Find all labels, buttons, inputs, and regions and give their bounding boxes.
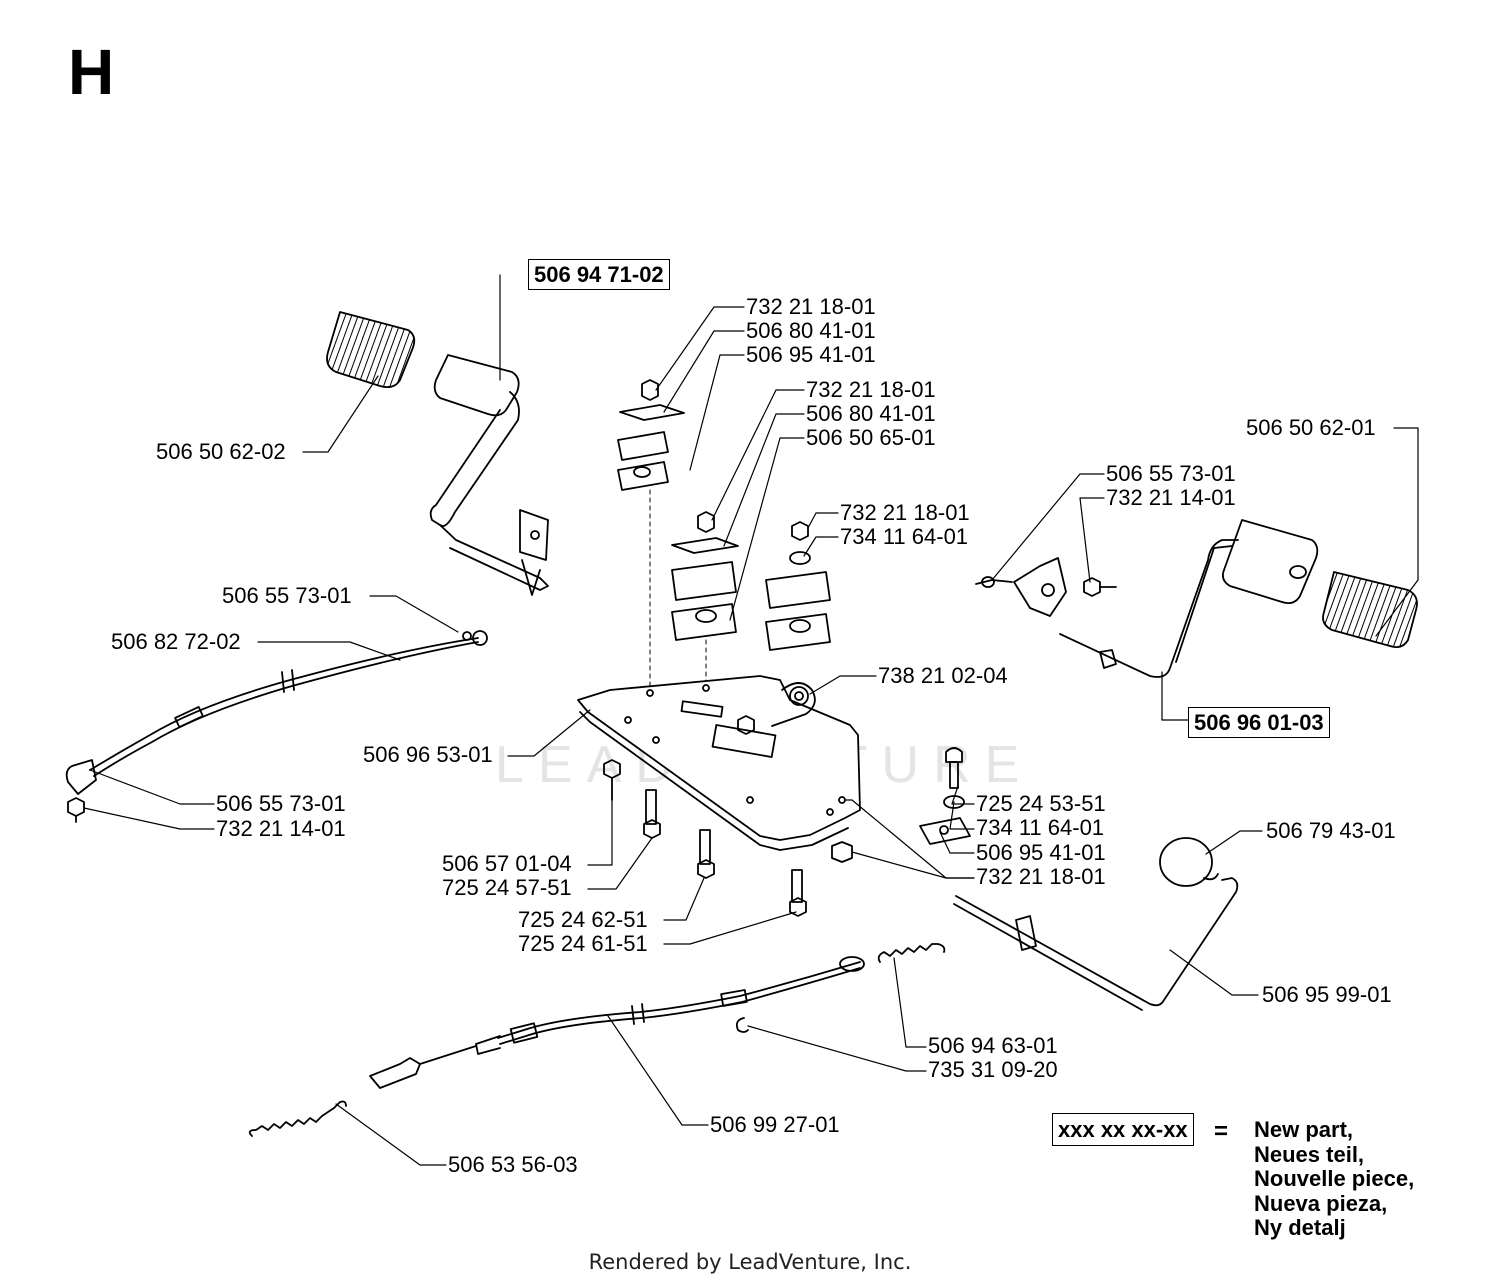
base-plate	[577, 675, 861, 851]
part-label: 732 21 18-01	[840, 500, 970, 525]
part-label: 506 55 73-01	[216, 791, 346, 816]
left-pedal-pad	[326, 311, 416, 389]
legend-line: Ny detalj	[1254, 1215, 1346, 1240]
knob	[1159, 837, 1219, 887]
legend-equals: =	[1214, 1118, 1229, 1145]
part-label: 506 95 41-01	[746, 342, 876, 367]
part-label: 506 55 73-01	[1106, 461, 1236, 486]
part-label: 734 11 64-01	[976, 815, 1105, 840]
part-label: 506 95 99-01	[1262, 982, 1392, 1007]
clamp-stack-a	[617, 379, 685, 691]
part-label: 725 24 61-51	[518, 931, 648, 956]
left-cable-nut	[67, 797, 85, 823]
part-label: 735 31 09-20	[928, 1057, 1058, 1082]
spring-506-53-56-03	[248, 1100, 347, 1137]
lower-cable	[369, 956, 865, 1089]
part-label: 506 80 41-01	[746, 318, 876, 343]
part-label: 506 50 62-01	[1246, 415, 1376, 440]
part-label: 725 24 57-51	[442, 875, 572, 900]
new-part-506-96-01-03: 506 96 01-03	[1188, 707, 1330, 738]
part-label: 506 95 41-01	[976, 840, 1106, 865]
part-label: 725 24 62-51	[518, 907, 648, 932]
legend-code-box: xxx xx xx-xx	[1052, 1113, 1194, 1146]
leader-lines	[83, 274, 1419, 1166]
part-label: 732 21 18-01	[806, 377, 936, 402]
part-label: 506 50 62-02	[156, 439, 286, 464]
section-letter: H	[68, 36, 115, 108]
part-label: 732 21 18-01	[976, 864, 1106, 889]
legend-line: Neues teil,	[1254, 1141, 1365, 1167]
right-pedal-arm	[1013, 519, 1319, 678]
right-pedal-nut	[1083, 577, 1117, 597]
lever-rod	[953, 877, 1239, 1011]
legend-line: Nouvelle piece,	[1254, 1166, 1415, 1191]
credit-footer: Rendered by LeadVenture, Inc.	[588, 1250, 912, 1274]
bolt-725-24-57-51	[643, 789, 661, 839]
legend-line: Nueva pieza,	[1254, 1190, 1388, 1216]
clamp-stack-c	[765, 521, 831, 651]
part-label: 506 82 72-02	[111, 629, 241, 654]
part-label: 506 99 27-01	[710, 1112, 840, 1137]
part-label: 732 21 14-01	[1106, 485, 1236, 510]
new-part-506-94-71-02: 506 94 71-02	[528, 259, 670, 290]
part-label: 738 21 02-04	[878, 663, 1008, 688]
legend-text: New part, Neues teil, Nouvelle piece, Nu…	[1254, 1117, 1415, 1241]
part-label: 506 80 41-01	[806, 401, 936, 426]
bolt-506-57-01-04	[603, 759, 621, 801]
part-label: 506 96 53-01	[363, 742, 493, 767]
left-pedal-arm	[429, 354, 549, 596]
nut-732-21-18-01	[831, 841, 853, 863]
part-label: 725 24 53-51	[976, 791, 1106, 816]
bolt-725-24-62-51	[697, 829, 715, 879]
bolt-725-24-61-51	[789, 869, 807, 917]
spring-506-94-63-01	[877, 943, 946, 963]
part-label: 506 79 43-01	[1266, 818, 1396, 843]
bolt-725-24-53-51	[943, 747, 965, 809]
clamp-506-95-41-01	[919, 817, 971, 845]
legend-line: New part,	[1254, 1117, 1354, 1142]
right-pedal-pad	[1322, 571, 1418, 649]
part-label: 506 50 65-01	[806, 425, 936, 450]
part-label: 506 57 01-04	[442, 851, 572, 876]
clamp-stack-b	[671, 511, 739, 691]
part-label: 506 94 63-01	[928, 1033, 1058, 1058]
part-label: 732 21 14-01	[216, 816, 346, 841]
part-label: 506 53 56-03	[448, 1152, 578, 1177]
part-label: 732 21 18-01	[746, 294, 876, 319]
clip-735-31-09-20	[735, 1017, 749, 1033]
part-label: 506 55 73-01	[222, 583, 352, 608]
part-label: 734 11 64-01	[840, 524, 969, 549]
left-cable	[65, 630, 488, 795]
